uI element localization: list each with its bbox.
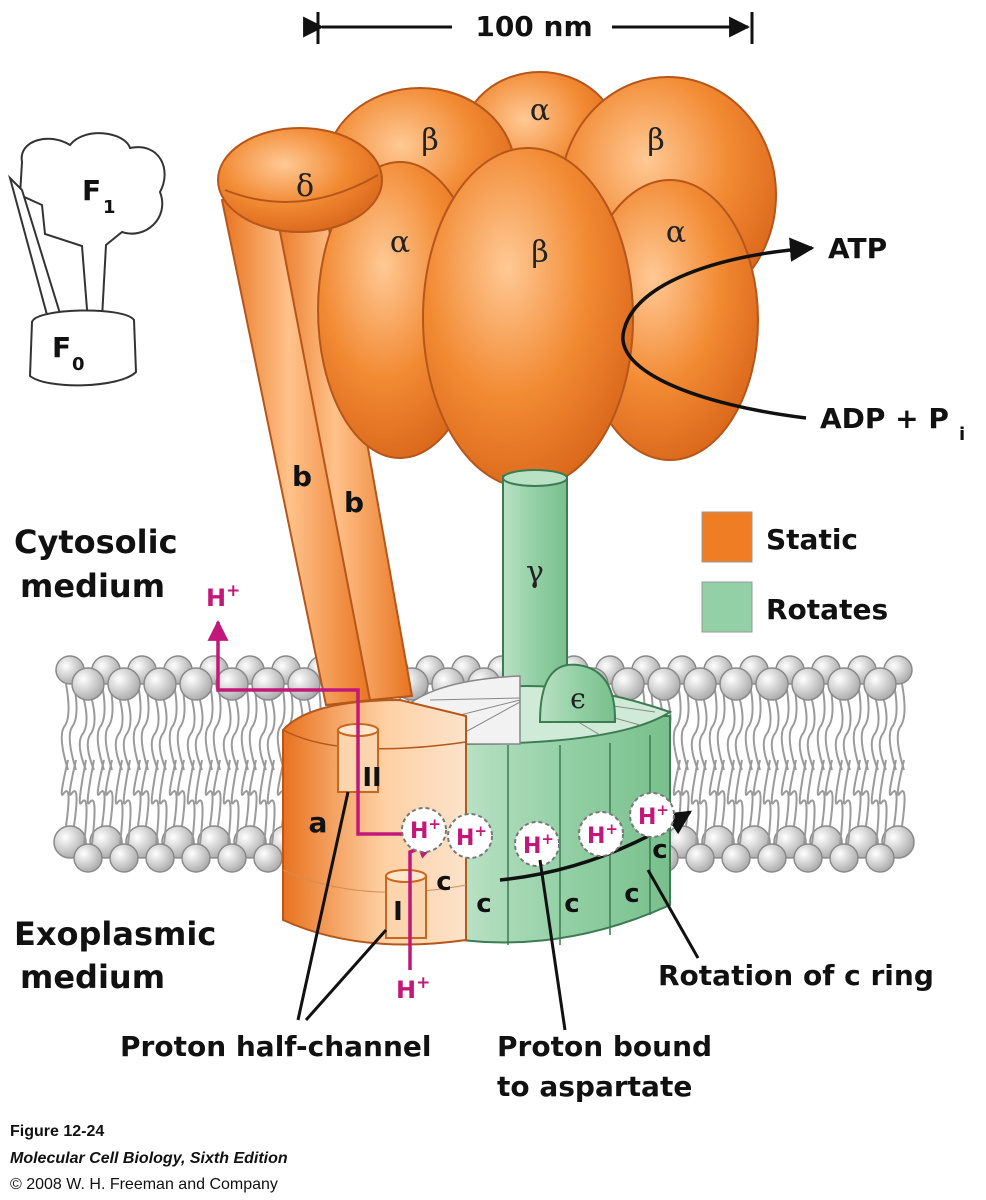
delta-subunit [217,127,383,233]
lipid-molecule [721,759,751,873]
book-title: Molecular Cell Biology, Sixth Edition [10,1150,288,1167]
proton-cytosolic: H+ [206,581,240,612]
lipid-molecule [685,759,715,873]
callout-lines [296,791,700,1031]
proton-c1: H+ [456,822,487,851]
half-channel-callout: Proton half-channel [120,1030,432,1063]
lipid-molecule [55,655,85,771]
adp-label: ADP + P [820,402,949,435]
alpha-label-left: α [390,225,410,260]
lipid-molecule [863,667,897,771]
adp-subscript: i [959,424,965,445]
beta-label-right: β [647,123,664,158]
lipid-molecule [179,667,213,771]
exoplasmic-label-2: medium [20,958,165,996]
c-label-4: c [624,879,639,909]
epsilon-subunit [538,663,617,723]
lipid-molecule [683,667,717,771]
c-label-1: c [436,867,451,897]
inset-f1-label: F [82,174,101,207]
lipid-molecule [145,759,175,873]
inset-f1-subscript: 1 [103,197,116,218]
lipid-molecule [143,667,177,771]
lipid-molecule [865,759,895,873]
lipid-molecule [215,667,249,771]
lipid-molecule [107,667,141,771]
b-label-right: b [344,486,364,519]
half-channel-lower [385,869,427,939]
legend-label-rotates: Rotates [766,593,888,626]
lipid-molecule [827,667,861,771]
lipid-molecule [719,667,753,771]
proton-labels: H+ H+ H+ H+ H+ H+ H+ [206,581,669,1004]
a-label: a [309,806,328,839]
beta-label-left: β [421,123,438,158]
lipid-molecule [109,759,139,873]
legend-swatch-rotates [701,581,753,633]
proton-c3: H+ [587,820,618,849]
alpha-label-back: α [530,93,550,128]
beta-subunit-front [422,147,634,489]
lipid-molecule [181,759,211,873]
cytosolic-label-1: Cytosolic [14,523,178,561]
lipid-molecule [217,759,247,873]
lipid-molecule [53,759,87,859]
gamma-label: γ [526,555,544,590]
c-label-2: c [476,889,491,919]
proton-c2: H+ [523,830,554,859]
proton-channel: H+ [410,815,441,844]
scale-label: 100 nm [475,10,592,43]
alpha-label-right: α [666,215,686,250]
atp-label: ATP [828,232,887,265]
proton-bound-callout-2: to aspartate [497,1070,692,1103]
inset-f0-subscript: 0 [72,354,85,375]
scale-bar: 100 nm [303,10,754,44]
figure-number: Figure 12-24 [10,1123,104,1140]
lipid-molecule [757,759,787,873]
lipid-molecule [791,667,825,771]
proton-circles [401,792,675,867]
inset-f1-f0: F 1 F 0 [8,132,166,387]
cytosolic-label-2: medium [20,567,165,605]
proton-c4: H+ [638,801,669,830]
atp-synthesis-arrow [621,237,815,420]
f1-head [317,71,777,489]
lipid-molecule [253,759,283,873]
proton-bound-callout-1: Proton bound [497,1030,712,1063]
epsilon-label: ϵ [570,682,586,715]
lipid-molecule [793,759,823,873]
c-label-5: c [652,835,667,865]
lipid-molecule [829,759,859,873]
proton-exoplasmic: H+ [396,973,430,1004]
rotation-callout: Rotation of c ring [658,959,934,992]
lipid-molecule [73,759,103,873]
delta-label: δ [296,169,314,204]
channel-ii-label: II [362,763,381,793]
exoplasmic-label-1: Exoplasmic [14,915,216,953]
inset-f0-label: F [52,331,71,364]
channel-i-label: I [393,897,403,927]
c-label-3: c [564,889,579,919]
legend-label-static: Static [766,523,858,556]
lipid-molecule [883,655,913,771]
legend-swatch-static [701,511,753,563]
lipid-molecule [71,667,105,771]
lipid-molecule [251,667,285,771]
beta-label-front: β [531,235,548,270]
copyright: © 2008 W. H. Freeman and Company [10,1176,278,1193]
legend: Static Rotates [701,511,888,633]
b-label-left: b [292,460,312,493]
lipid-molecule [755,667,789,771]
